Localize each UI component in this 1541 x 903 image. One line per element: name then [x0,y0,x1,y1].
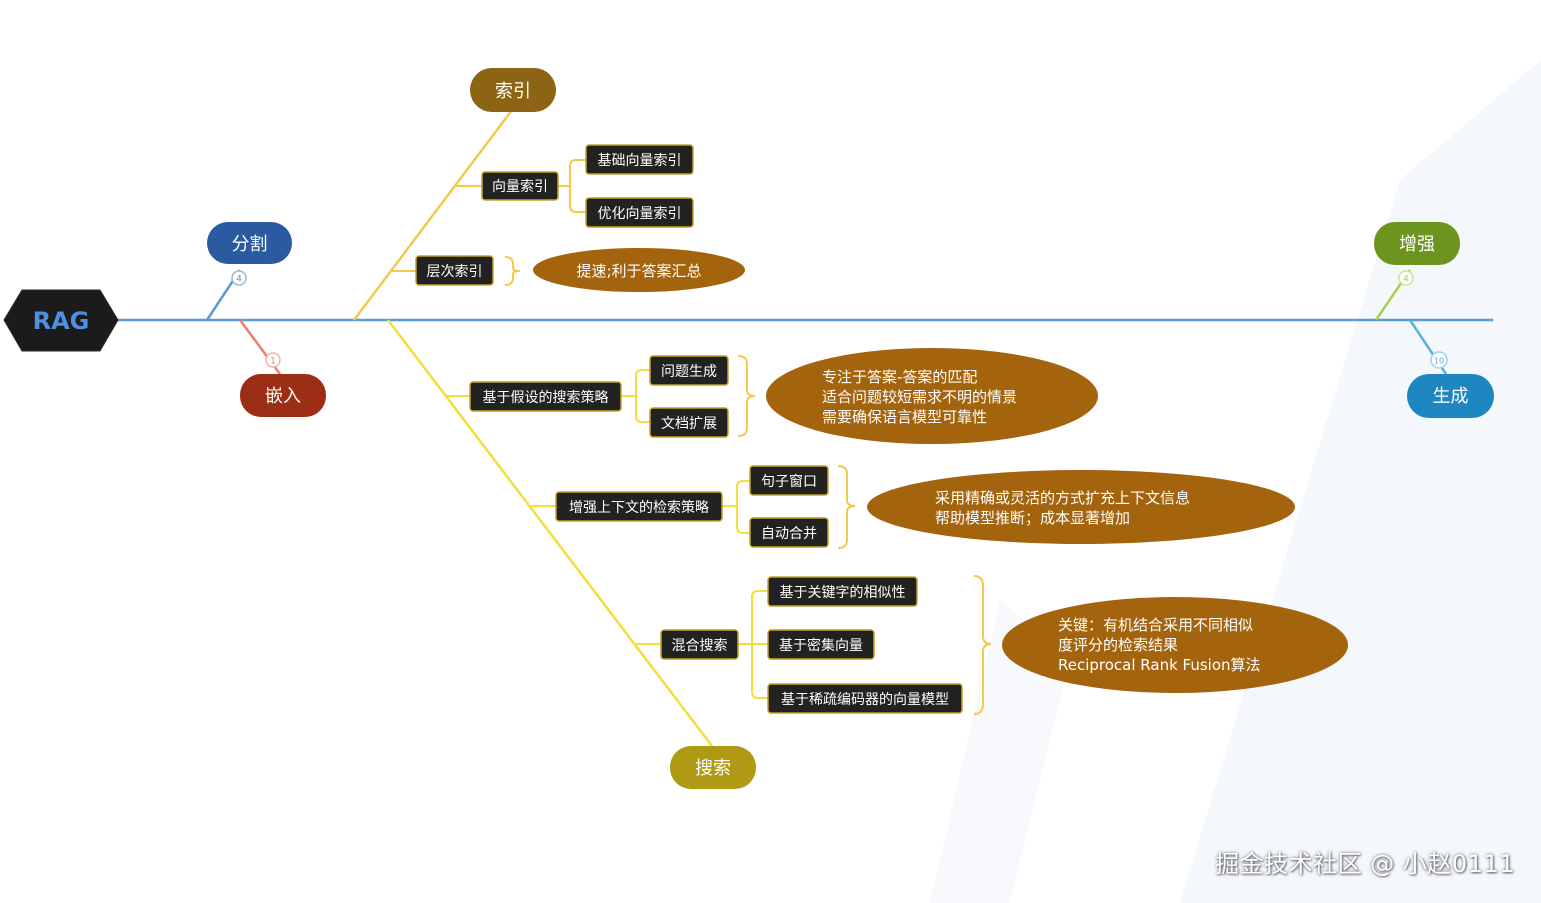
sentence-window-label: 句子窗口 [761,473,817,490]
context-note: 采用精确或灵活的方式扩充上下文信息 帮助模型推断；成本显著增加 [867,470,1295,544]
index-label: 索引 [495,81,531,102]
enhance-label: 增强 [1399,234,1435,255]
badges: 4 1 4 10 [231,270,1448,369]
optimized-vector-index-node[interactable]: 优化向量索引 [585,197,694,228]
hybrid-note-line: 关键：有机结合采用不同相似 [1058,616,1253,634]
hypothesis-strategy-label: 基于假设的搜索策略 [483,389,609,406]
embed-count-badge: 1 [265,352,281,368]
search-branch-line [387,319,713,747]
connector [635,369,650,423]
search-label: 搜索 [695,758,731,779]
hierarchical-index-note-text: 提速;利于答案汇总 [576,262,701,280]
index-branch-line [353,109,513,321]
generate-label: 生成 [1433,386,1469,407]
root-label: RAG [33,307,90,335]
vector-index-node[interactable]: 向量索引 [481,171,559,201]
split-label: 分割 [232,234,268,255]
dense-vector-node[interactable]: 基于密集向量 [767,629,875,660]
hybrid-note-line: 度评分的检索结果 [1058,636,1178,654]
hybrid-search-label: 混合搜索 [672,637,728,654]
connector [569,159,586,213]
hierarchical-index-label: 层次索引 [427,263,483,280]
sparse-encoder-node[interactable]: 基于稀疏编码器的向量模型 [767,683,963,714]
brace [504,256,521,286]
sparse-encoder-label: 基于稀疏编码器的向量模型 [781,691,949,708]
svg-text:10: 10 [1434,357,1444,366]
hypothesis-note-line: 专注于答案-答案的匹配 [822,368,977,386]
root-node[interactable]: RAG [3,289,119,352]
question-generation-label: 问题生成 [661,364,717,380]
watermark: 掘金技术社区 @ 小赵0111 [1215,850,1515,878]
auto-merge-node[interactable]: 自动合并 [749,517,829,548]
brace [973,575,992,715]
dense-vector-label: 基于密集向量 [779,637,863,654]
basic-vector-index-label: 基础向量索引 [598,152,682,169]
hybrid-note: 关键：有机结合采用不同相似 度评分的检索结果 Reciprocal Rank F… [1002,597,1348,693]
enhance-count-badge: 4 [1398,270,1414,286]
keyword-similarity-label: 基于关键字的相似性 [780,584,906,601]
background-accent-2 [930,600,1070,903]
search-node[interactable]: 搜索 [670,746,756,789]
sentence-window-node[interactable]: 句子窗口 [749,465,829,496]
hypothesis-strategy-node[interactable]: 基于假设的搜索策略 [469,381,622,412]
hypothesis-note-line: 适合问题较短需求不明的情景 [822,388,1017,406]
hypothesis-note-line: 需要确保语言模型可靠性 [822,408,987,426]
hypothesis-note: 专注于答案-答案的匹配 适合问题较短需求不明的情景 需要确保语言模型可靠性 [766,348,1098,444]
basic-vector-index-node[interactable]: 基础向量索引 [585,144,694,175]
hybrid-note-line: Reciprocal Rank Fusion算法 [1058,656,1261,674]
background-accent [1180,60,1541,903]
split-node[interactable]: 分割 [207,222,292,264]
context-note-line: 帮助模型推断；成本显著增加 [935,509,1130,527]
connector [736,480,750,534]
embed-node[interactable]: 嵌入 [240,374,326,417]
generate-count-badge: 10 [1430,351,1448,369]
context-strategy-label: 增强上下文的检索策略 [569,499,709,516]
index-node[interactable]: 索引 [470,68,556,112]
split-count-badge: 4 [231,270,247,286]
svg-text:1: 1 [270,357,276,367]
optimized-vector-index-label: 优化向量索引 [598,205,682,222]
question-generation-node[interactable]: 问题生成 [649,355,729,386]
context-note-line: 采用精确或灵活的方式扩充上下文信息 [935,489,1190,507]
hybrid-search-node[interactable]: 混合搜索 [660,629,739,660]
document-expansion-node[interactable]: 文档扩展 [649,407,729,438]
svg-text:4: 4 [1403,275,1409,285]
enhance-node[interactable]: 增强 [1374,222,1460,265]
brace [737,355,756,437]
document-expansion-label: 文档扩展 [661,416,717,432]
context-strategy-node[interactable]: 增强上下文的检索策略 [555,491,723,522]
svg-text:4: 4 [236,275,242,285]
generate-node[interactable]: 生成 [1407,374,1494,418]
vector-index-label: 向量索引 [492,178,548,195]
keyword-similarity-node[interactable]: 基于关键字的相似性 [767,576,918,607]
hierarchical-index-note: 提速;利于答案汇总 [533,248,745,292]
auto-merge-label: 自动合并 [761,526,817,542]
brace [837,465,856,549]
hierarchical-index-node[interactable]: 层次索引 [415,255,494,286]
embed-label: 嵌入 [265,386,301,407]
